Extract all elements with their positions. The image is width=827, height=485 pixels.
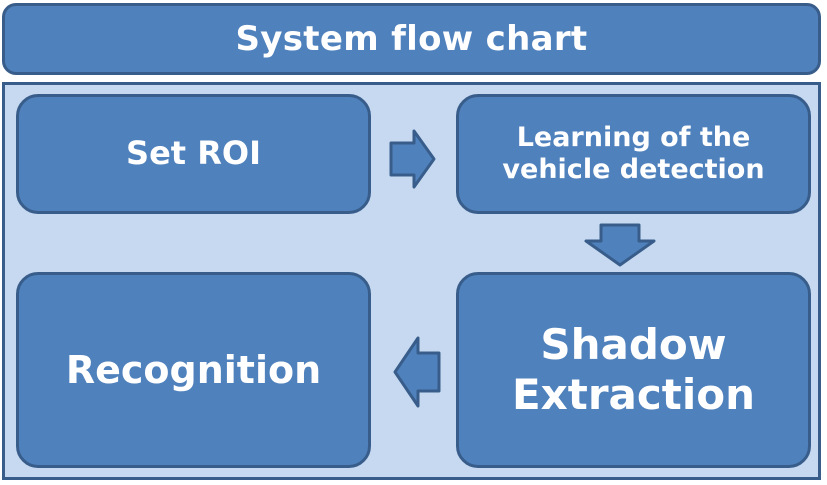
step-shadow-extraction: Shadow Extraction <box>456 272 811 468</box>
step-shadow-label: Shadow Extraction <box>511 320 756 419</box>
step-recognition: Recognition <box>16 272 371 468</box>
step-set-roi: Set ROI <box>16 94 371 214</box>
step-set-roi-label: Set ROI <box>126 134 261 173</box>
step-recognition-label: Recognition <box>65 347 322 392</box>
arrow-left-icon <box>393 336 441 408</box>
diagram-title-bar: System flow chart <box>2 3 821 75</box>
step-learning-vehicle-detection: Learning of the vehicle detection <box>456 94 811 214</box>
step-learning-label: Learning of the vehicle detection <box>502 122 765 185</box>
diagram-title: System flow chart <box>235 19 588 59</box>
arrow-down-icon <box>584 223 656 267</box>
arrow-right-icon <box>389 129 436 189</box>
